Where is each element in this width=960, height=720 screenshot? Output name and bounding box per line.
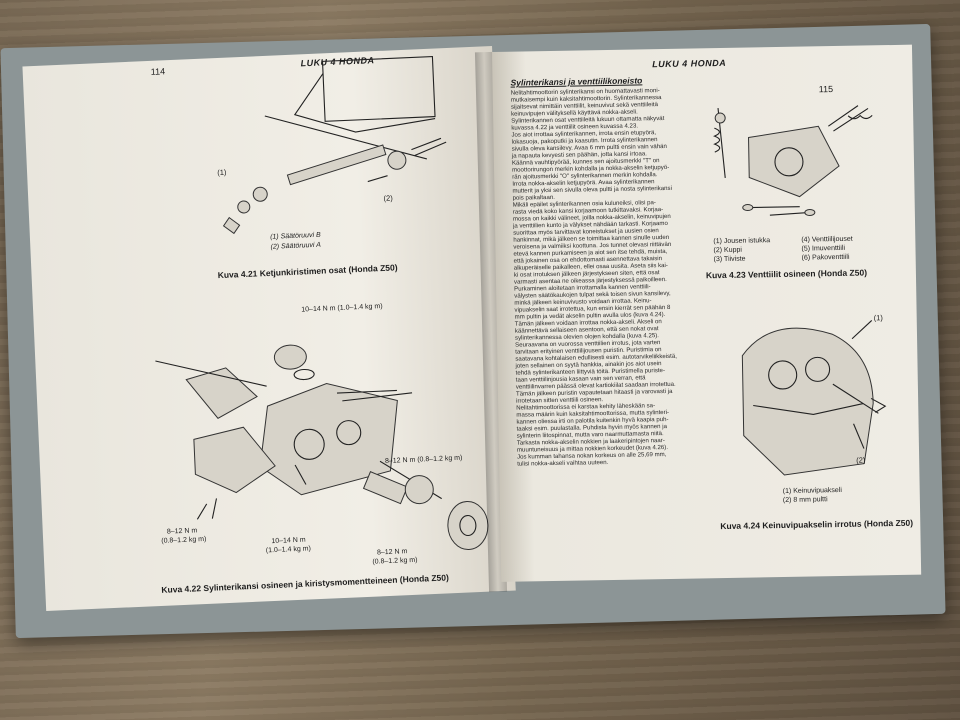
chain-tensioner-illustration [222, 56, 447, 235]
fig422-torque-br-1: 8–12 N m [376, 548, 408, 557]
fig421-label-1: (1) [217, 167, 227, 178]
rocker-shaft-illustration [741, 320, 887, 476]
right-page: LUKU 4 HONDA 115 Sylinterikansi ja ventt… [492, 44, 922, 582]
fig423-legend-item: (3) Tiiviste [713, 255, 746, 264]
fig424-legend-2: (2) 8 mm pultti [782, 496, 828, 504]
fig423-legend-item: (2) Kuppi [713, 246, 742, 255]
left-page: 114 LUKU 4 HONDA (1) (2) (1) Säätöruuvi … [22, 46, 516, 611]
fig424-legend-1: (1) Keinuvipuakseli [782, 486, 842, 495]
right-page-header: LUKU 4 HONDA [652, 57, 727, 70]
fig423-caption: Kuva 4.23 Venttiilit osineen (Honda Z50) [705, 267, 868, 281]
fig421-label-2: (2) [383, 193, 393, 203]
fig424-label-2: (2) [856, 455, 866, 465]
body-text-column: Nelitahtimoottorin sylinterikansi on huo… [511, 86, 708, 468]
valves-illustration [713, 105, 873, 216]
fig422-torque-left-1: 8–12 N m [166, 527, 198, 536]
fig423-legend-item: (4) Venttiilijouset [801, 235, 853, 244]
fig421-caption: Kuva 4.21 Ketjunkiristimen osat (Honda Z… [217, 262, 398, 281]
fig424-label-1: (1) [873, 313, 883, 323]
right-page-number: 115 [818, 84, 834, 95]
fig423-legend-item: (6) Pakoventtiili [801, 253, 850, 262]
fig422-torque-bottom-1: 10–14 N m [271, 536, 306, 546]
cylinder-head-exploded-illustration [155, 344, 489, 551]
fig423-legend-item: (1) Jousen istukka [713, 237, 771, 246]
fig424-caption: Kuva 4.24 Keinuvipuakselin irrotus (Hond… [720, 517, 914, 532]
section-title: Sylinterikansi ja venttiilikoneisto [510, 75, 643, 88]
fig423-legend-item: (5) Imuventtiili [801, 244, 846, 253]
